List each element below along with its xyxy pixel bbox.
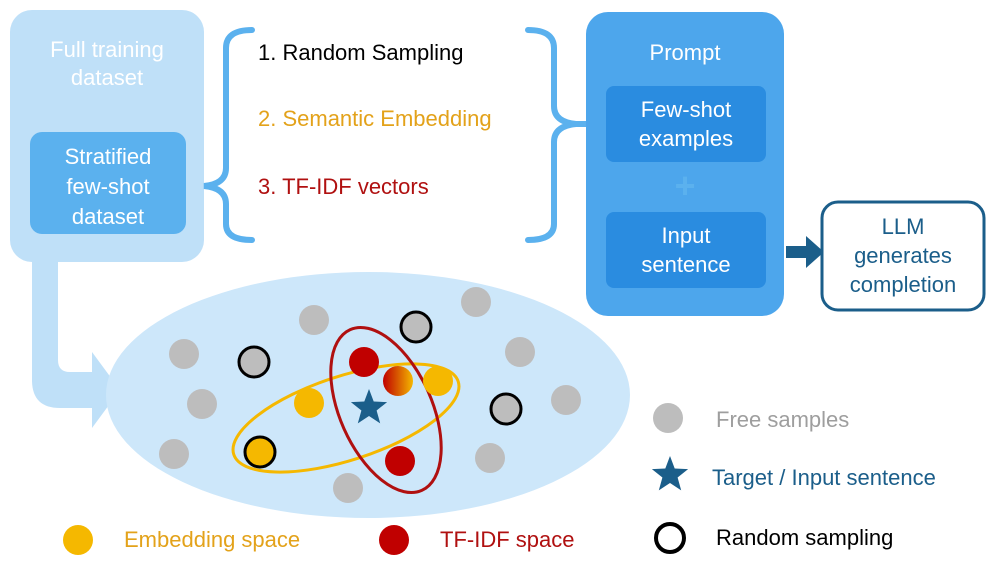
prompt-to-llm-arrow [786, 236, 824, 268]
random-sample [399, 310, 433, 344]
dataset-to-space-arrow [32, 262, 120, 428]
few-shot-box [606, 86, 766, 162]
free-sample [159, 439, 189, 469]
full-dataset-title: Full training dataset [10, 36, 204, 92]
few-shot-line2: examples [638, 126, 734, 151]
prompt-title: Prompt [649, 40, 721, 65]
legend-embedding: Embedding space [124, 527, 301, 552]
free-sample [461, 287, 491, 317]
few-shot-line1: Few-shot [640, 97, 732, 122]
method-tfidf: 3. TF-IDF vectors [258, 174, 429, 199]
legend-black-ring-icon [654, 522, 686, 554]
stratified-line1: Stratified [64, 144, 152, 169]
free-samples-group [159, 287, 581, 503]
random-sample [489, 392, 523, 426]
stratified-box [30, 132, 186, 234]
input-sentence-label: Input sentence [606, 221, 766, 279]
legend-gray-dot-icon [653, 403, 683, 433]
embedding-sample [294, 388, 324, 418]
input-sentence-box [606, 212, 766, 288]
tfidf-sample [385, 446, 415, 476]
legend-tfidf: TF-IDF space [440, 527, 575, 552]
random-sample [243, 435, 277, 469]
method-bracket-right [525, 27, 577, 243]
tfidf-sample [349, 347, 379, 377]
target-star-icon [350, 389, 388, 424]
stratified-title: Stratified few-shot dataset [30, 142, 186, 232]
legend-random: Random sampling [716, 525, 894, 550]
random-sample [237, 345, 271, 379]
free-sample [333, 473, 363, 503]
llm-line3: completion [849, 272, 957, 297]
legend-star-icon [651, 456, 689, 491]
method-semantic: 2. Semantic Embedding [258, 106, 492, 131]
free-sample [169, 339, 199, 369]
legend-orange-dot-icon [63, 525, 93, 555]
llm-label: LLM generates completion [822, 212, 984, 299]
legend-free-samples: Free samples [716, 407, 850, 432]
stratified-line3: dataset [71, 204, 145, 229]
free-sample [551, 385, 581, 415]
full-dataset-line1: Full training [50, 37, 164, 62]
method-random: 1. Random Sampling [258, 40, 464, 65]
llm-line2: generates [854, 243, 952, 268]
legend-target: Target / Input sentence [712, 465, 936, 490]
embedding-sample [423, 366, 453, 396]
free-sample [475, 443, 505, 473]
plus-sign: + [674, 165, 696, 206]
free-sample [187, 389, 217, 419]
free-sample [299, 305, 329, 335]
legend-red-dot-icon [379, 525, 409, 555]
shared-sample [383, 366, 413, 396]
input-line1: Input [661, 223, 711, 248]
few-shot-label: Few-shot examples [606, 95, 766, 153]
llm-box [820, 200, 986, 312]
free-sample [505, 337, 535, 367]
embedding-sample [245, 437, 275, 467]
full-dataset-line2: dataset [70, 65, 144, 90]
stratified-line2: few-shot [66, 174, 150, 199]
method-bracket [203, 27, 255, 243]
input-line2: sentence [641, 252, 731, 277]
llm-line1: LLM [881, 214, 925, 239]
